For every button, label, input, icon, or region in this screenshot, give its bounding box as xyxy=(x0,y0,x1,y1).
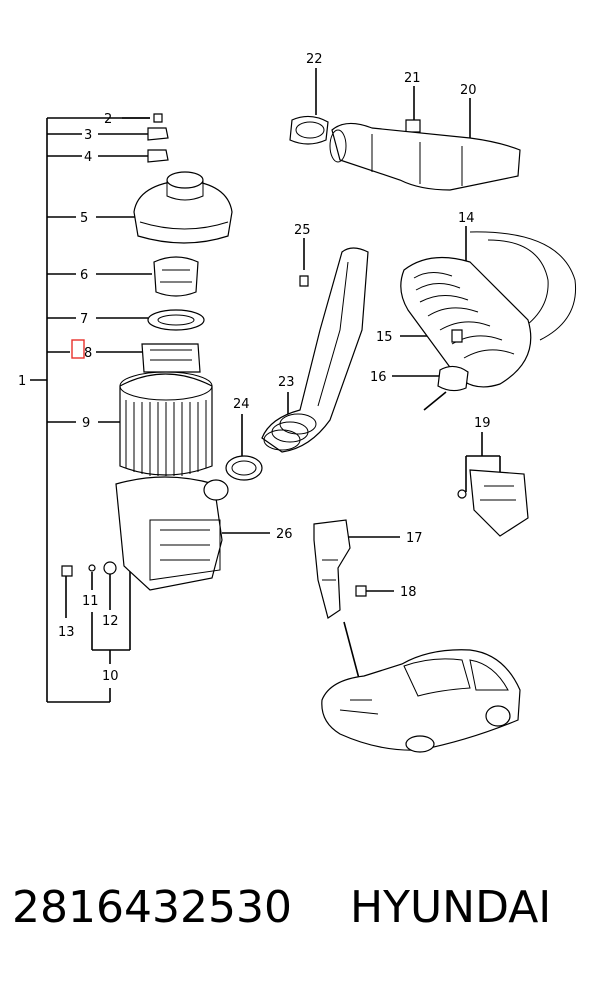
air-intake-duct-part-23 xyxy=(261,247,369,453)
callout-22: 22 xyxy=(306,52,323,67)
bracket-part-19 xyxy=(469,469,529,537)
element-holder-part-6 xyxy=(153,256,199,297)
intake-duct-assembly xyxy=(289,115,521,191)
brand-name: HYUNDAI xyxy=(350,882,552,933)
callout-26: 26 xyxy=(276,527,293,542)
callout-21: 21 xyxy=(404,71,421,86)
cleaner-cover-part-5 xyxy=(133,179,233,244)
callout-20: 20 xyxy=(460,83,477,98)
callout-25: 25 xyxy=(294,223,311,238)
callout-3: 3 xyxy=(84,128,92,143)
callout-15: 15 xyxy=(376,330,393,345)
callout-labels: 1 2 3 4 5 6 7 8 9 10 11 12 13 14 15 16 1… xyxy=(18,52,491,684)
intake-hose-assembly xyxy=(400,231,577,411)
air-cleaner-assembly xyxy=(61,113,233,591)
part-number: 2816432530 xyxy=(12,882,292,933)
gasket-part-7 xyxy=(147,309,205,331)
callout-2: 2 xyxy=(104,112,112,127)
callout-1: 1 xyxy=(18,374,26,389)
bolt-part-21 xyxy=(405,119,421,133)
callout-10: 10 xyxy=(102,669,119,684)
clamp-part-15 xyxy=(451,329,463,343)
callout-16: 16 xyxy=(370,370,387,385)
element-part-8 xyxy=(141,343,201,373)
callout-18: 18 xyxy=(400,585,417,600)
clamp-part-24 xyxy=(225,455,263,481)
bracket-assembly xyxy=(313,469,529,691)
callout-5: 5 xyxy=(80,211,88,226)
callout-13: 13 xyxy=(58,625,75,640)
callout-9: 9 xyxy=(82,416,90,431)
bolt-part-18 xyxy=(355,585,367,597)
callout-tree xyxy=(30,117,150,703)
callout-17: 17 xyxy=(406,531,423,546)
bolt-part-13 xyxy=(61,565,73,577)
car-body xyxy=(321,649,521,751)
nut-part-12 xyxy=(103,561,117,575)
lower-duct-assembly xyxy=(225,247,369,481)
cleaner-housing-part-26 xyxy=(115,476,223,591)
vehicle-locator xyxy=(321,649,521,753)
callout-4: 4 xyxy=(84,150,92,165)
callout-19: 19 xyxy=(474,416,491,431)
bracket-part-17 xyxy=(313,519,351,619)
washer-part-11 xyxy=(88,564,96,572)
callout-12: 12 xyxy=(102,614,119,629)
clip-part-4 xyxy=(147,149,169,163)
callout-8: 8 xyxy=(84,346,92,361)
callout-24: 24 xyxy=(233,397,250,412)
callout-23: 23 xyxy=(278,375,295,390)
bolt-part-25 xyxy=(299,275,309,287)
clamp-part-16 xyxy=(437,365,469,392)
exploded-parts-diagram: 1 2 3 4 5 6 7 8 9 10 11 12 13 14 15 16 1… xyxy=(18,52,577,753)
air-duct-part-20 xyxy=(331,122,521,191)
callout-11: 11 xyxy=(82,594,99,609)
callout-6: 6 xyxy=(80,268,88,283)
callout-7: 7 xyxy=(80,312,88,327)
callout-14: 14 xyxy=(458,211,475,226)
bolt-part-2 xyxy=(153,113,163,123)
clip-part-3 xyxy=(147,127,169,141)
leader-lines xyxy=(65,68,501,664)
highlight-box-part-8 xyxy=(71,339,85,359)
